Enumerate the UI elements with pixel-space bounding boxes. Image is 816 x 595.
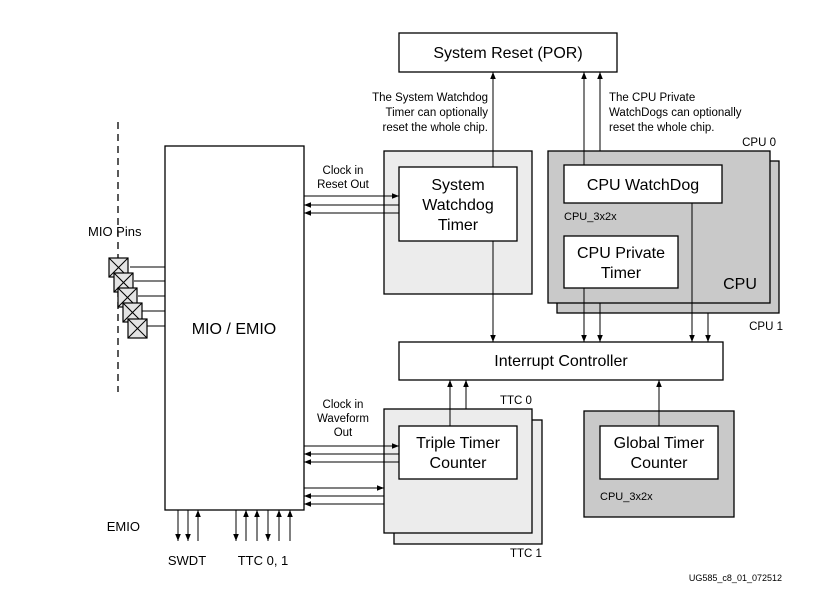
pin-icon [122, 302, 143, 323]
mio-bottom-arrows [175, 510, 293, 541]
mio-emio-label: MIO / EMIO [192, 321, 276, 338]
vertical-arrows [447, 72, 711, 426]
clock-in-waveform-line-2: Waveform [317, 413, 369, 425]
system-reset-label: System Reset (POR) [433, 45, 582, 62]
cpu-clock-label-1: CPU_3x2x [564, 211, 617, 223]
swdt-label-line-3: Timer [438, 217, 479, 234]
global-timer-label-line-1: Global Timer [614, 435, 705, 452]
system-reset-box [398, 32, 618, 73]
mio-pin-wires [130, 266, 165, 327]
clock-in-waveform-line-1: Clock in [323, 399, 364, 411]
swdt-note-line-1: The System Watchdog [372, 92, 488, 104]
swdt-label-line-1: System [431, 177, 484, 194]
ttc0-label: TTC 0 [500, 395, 532, 407]
mio-pins-label: MIO Pins [88, 224, 142, 239]
cpu-note-line-3: reset the whole chip. [609, 122, 714, 134]
cpu-watchdog-label: CPU WatchDog [587, 177, 699, 194]
ttc-pin-label: TTC 0, 1 [238, 553, 289, 568]
cpu0-label: CPU 0 [742, 137, 776, 149]
swdt-label-line-2: Watchdog [422, 197, 493, 214]
cpu-private-timer-box [563, 235, 679, 289]
global-timer-box [599, 425, 719, 480]
pin-icon [127, 318, 148, 339]
cpu1-label: CPU 1 [749, 321, 783, 333]
cpu-private-timer-line-2: Timer [601, 265, 642, 282]
ttc1-label: TTC 1 [510, 548, 542, 560]
pin-icon [108, 257, 129, 278]
ttc-mio-arrows [304, 443, 399, 507]
cpu-clock-label-2: CPU_3x2x [600, 491, 653, 503]
swdt-mio-arrows [304, 193, 399, 216]
mio-pin-icons [108, 257, 148, 339]
ttc-label-line-2: Counter [430, 455, 488, 472]
interrupt-controller-label: Interrupt Controller [494, 353, 628, 370]
swdt-box [398, 166, 518, 242]
cpu-note-line-2: WatchDogs can optionally [609, 107, 742, 119]
figure-id: UG585_c8_01_072512 [689, 573, 782, 583]
global-timer-label-line-2: Counter [631, 455, 689, 472]
cpu-note-line-1: The CPU Private [609, 92, 695, 104]
interrupt-controller-box [398, 341, 724, 381]
swdt-pin-label: SWDT [168, 553, 206, 568]
swdt-note-line-2: Timer can optionally [386, 107, 489, 119]
ttc-label-line-1: Triple Timer [416, 435, 501, 452]
mio-emio-block [164, 145, 305, 511]
ttc-box [398, 425, 518, 480]
swdt-note-line-3: reset the whole chip. [383, 122, 488, 134]
cpu-watchdog-box [563, 164, 723, 204]
cpu-private-timer-line-1: CPU Private [577, 245, 665, 262]
emio-label: EMIO [107, 519, 140, 534]
clock-in-waveform-line-3: Out [334, 427, 353, 439]
cpu-label: CPU [723, 276, 757, 293]
clock-in-reset-out-line-2: Reset Out [317, 179, 370, 191]
clock-in-reset-out-line-1: Clock in [323, 165, 364, 177]
